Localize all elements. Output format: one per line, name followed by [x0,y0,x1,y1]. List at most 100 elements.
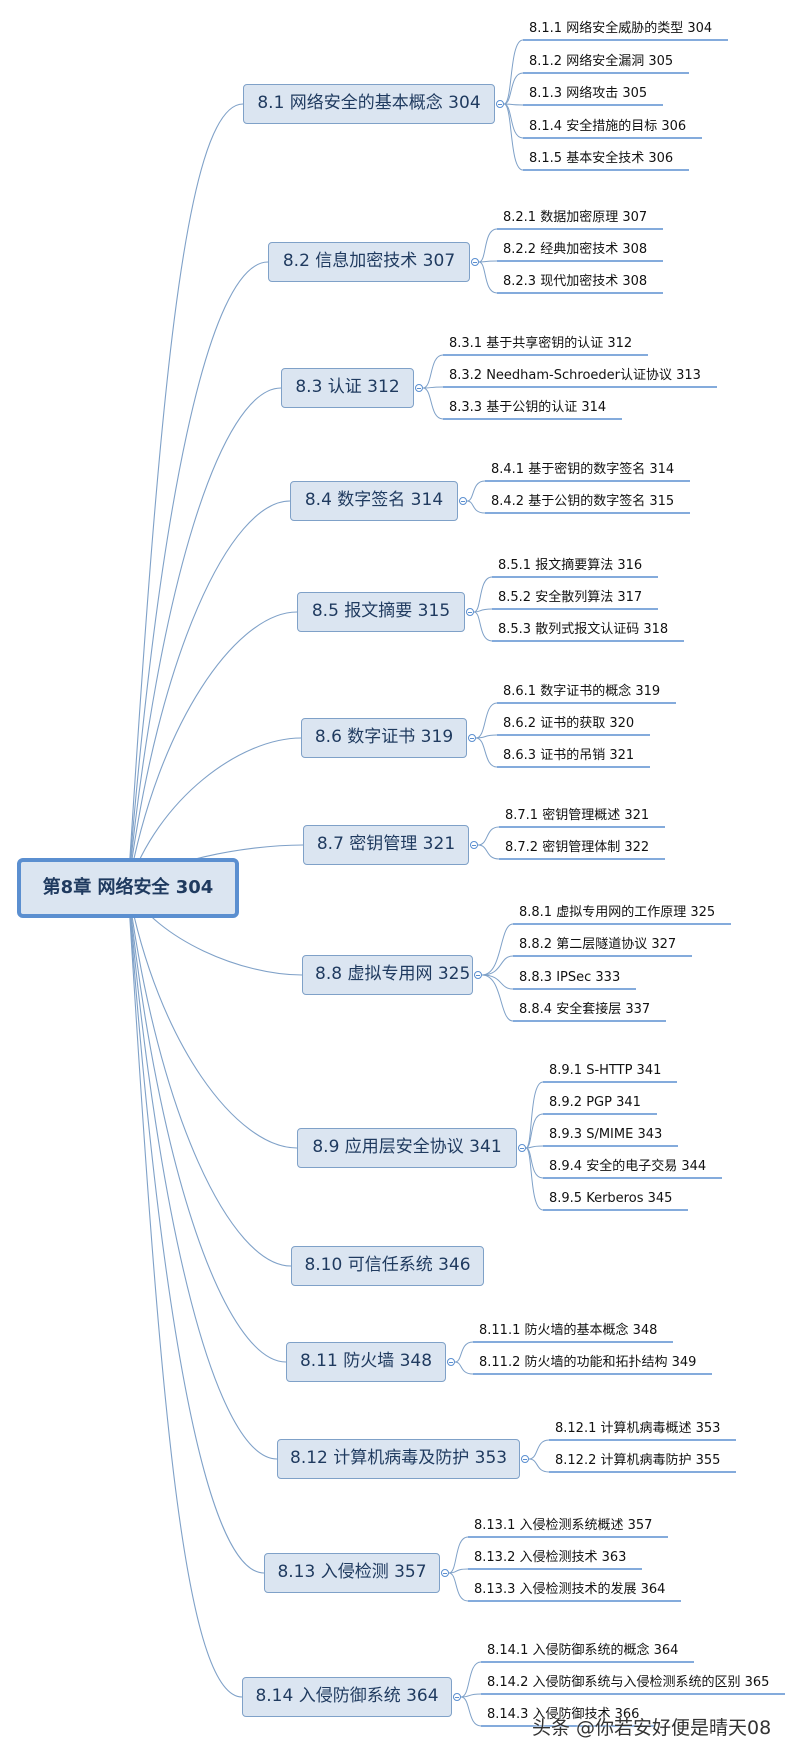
subsection-item[interactable]: 8.14.1 入侵防御系统的概念 364 [487,1643,679,1658]
root-connector [127,261,269,889]
root-node[interactable]: 第8章 网络安全 304 [17,858,239,918]
branch-connector [475,734,498,739]
collapse-toggle-icon[interactable] [415,384,423,392]
root-connector [127,887,292,1267]
section-node[interactable]: 8.13 入侵检测 357 [264,1553,440,1593]
subsection-item[interactable]: 8.2.3 现代加密技术 308 [503,274,648,289]
branch-connector [475,737,498,768]
section-node[interactable]: 8.8 虚拟专用网 325 [302,955,473,995]
subsection-item[interactable]: 8.9.5 Kerberos 345 [549,1191,673,1206]
root-connector [127,737,302,889]
subsection-item[interactable]: 8.5.1 报文摘要算法 316 [498,558,643,573]
subsection-item[interactable]: 8.1.5 基本安全技术 306 [529,151,674,166]
branch-connector [478,228,498,263]
collapse-toggle-icon[interactable] [470,841,478,849]
branch-connector [475,702,498,739]
collapse-toggle-icon[interactable] [521,1455,529,1463]
branch-connector [481,974,514,1022]
subsection-item[interactable]: 8.8.1 虚拟专用网的工作原理 325 [519,905,716,920]
branch-connector [448,1536,469,1574]
collapse-toggle-icon[interactable] [459,497,467,505]
section-node[interactable]: 8.14 入侵防御系统 364 [242,1677,452,1717]
subsection-item[interactable]: 8.6.3 证书的吊销 321 [503,748,635,763]
subsection-item[interactable]: 8.5.3 散列式报文认证码 318 [498,622,669,637]
subsection-item[interactable]: 8.13.3 入侵检测技术的发展 364 [474,1582,666,1597]
subsection-item[interactable]: 8.2.1 数据加密原理 307 [503,210,648,225]
collapse-toggle-icon[interactable] [466,608,474,616]
section-node[interactable]: 8.1 网络安全的基本概念 304 [243,84,495,124]
subsection-item[interactable]: 8.6.2 证书的获取 320 [503,716,635,731]
subsection-item[interactable]: 8.4.2 基于公钥的数字签名 315 [491,494,675,509]
root-connector [127,387,282,889]
branch-connector [473,576,493,613]
subsection-item[interactable]: 8.1.1 网络安全威胁的类型 304 [529,21,713,36]
branch-connector [448,1568,469,1574]
collapse-toggle-icon[interactable] [474,971,482,979]
branch-connector [481,955,514,976]
branch-connector [481,974,514,990]
subsection-item[interactable]: 8.13.1 入侵检测系统概述 357 [474,1518,653,1533]
collapse-toggle-icon[interactable] [447,1358,455,1366]
subsection-item[interactable]: 8.11.2 防火墙的功能和拓扑结构 349 [479,1355,697,1370]
section-node[interactable]: 8.10 可信任系统 346 [291,1246,484,1286]
subsection-item[interactable]: 8.1.4 安全措施的目标 306 [529,119,687,134]
branch-connector [466,480,486,502]
section-node[interactable]: 8.11 防火墙 348 [286,1342,446,1382]
collapse-toggle-icon[interactable] [441,1569,449,1577]
branch-connector [473,608,493,613]
subsection-item[interactable]: 8.13.2 入侵检测技术 363 [474,1550,627,1565]
subsection-item[interactable]: 8.4.1 基于密钥的数字签名 314 [491,462,675,477]
subsection-item[interactable]: 8.1.2 网络安全漏洞 305 [529,54,674,69]
branch-connector [454,1361,474,1375]
subsection-item[interactable]: 8.9.4 安全的电子交易 344 [549,1159,707,1174]
branch-connector [477,844,500,860]
subsection-item[interactable]: 8.3.1 基于共享密钥的认证 312 [449,336,633,351]
branch-connector [422,354,444,389]
branch-connector [460,1693,482,1698]
subsection-item[interactable]: 8.8.4 安全套接层 337 [519,1002,651,1017]
subsection-item[interactable]: 8.7.2 密钥管理体制 322 [505,840,650,855]
subsection-item[interactable]: 8.3.2 Needham-Schroeder认证协议 313 [449,368,701,383]
branch-connector [503,72,524,105]
subsection-item[interactable]: 8.14.3 入侵防御技术 366 [487,1707,640,1722]
watermark: 头条 @你若安好便是晴天08 [532,1717,772,1739]
root-connector [127,611,298,889]
subsection-item[interactable]: 8.12.1 计算机病毒概述 353 [555,1421,721,1436]
section-node[interactable]: 8.9 应用层安全协议 341 [297,1128,517,1168]
section-node[interactable]: 8.7 密钥管理 321 [303,825,469,865]
subsection-item[interactable]: 8.9.3 S/MIME 343 [549,1127,663,1142]
subsection-item[interactable]: 8.9.1 S-HTTP 341 [549,1063,662,1078]
subsection-item[interactable]: 8.3.3 基于公钥的认证 314 [449,400,607,415]
root-connector [127,103,244,889]
section-node[interactable]: 8.3 认证 312 [281,368,414,408]
section-node[interactable]: 8.5 报文摘要 315 [297,592,465,632]
root-connector [127,887,287,1363]
collapse-toggle-icon[interactable] [468,734,476,742]
subsection-item[interactable]: 8.8.2 第二层隧道协议 327 [519,937,677,952]
subsection-item[interactable]: 8.2.2 经典加密技术 308 [503,242,648,257]
branch-connector [478,260,498,263]
section-node[interactable]: 8.6 数字证书 319 [301,718,467,758]
subsection-item[interactable]: 8.5.2 安全散列算法 317 [498,590,643,605]
section-node[interactable]: 8.4 数字签名 314 [290,481,458,521]
branch-connector [422,387,444,420]
collapse-toggle-icon[interactable] [496,100,504,108]
subsection-item[interactable]: 8.9.2 PGP 341 [549,1095,641,1110]
subsection-item[interactable]: 8.12.2 计算机病毒防护 355 [555,1453,721,1468]
section-node[interactable]: 8.2 信息加密技术 307 [268,242,470,282]
root-connector [127,500,291,889]
branch-connector [525,1081,544,1149]
section-node[interactable]: 8.12 计算机病毒及防护 353 [277,1439,520,1479]
collapse-toggle-icon[interactable] [453,1693,461,1701]
subsection-item[interactable]: 8.6.1 数字证书的概念 319 [503,684,661,699]
subsection-item[interactable]: 8.8.3 IPSec 333 [519,970,621,985]
subsection-item[interactable]: 8.7.1 密钥管理概述 321 [505,808,650,823]
subsection-item[interactable]: 8.11.1 防火墙的基本概念 348 [479,1323,658,1338]
collapse-toggle-icon[interactable] [471,258,479,266]
subsection-item[interactable]: 8.14.2 入侵防御系统与入侵检测系统的区别 365 [487,1675,770,1690]
collapse-toggle-icon[interactable] [518,1144,526,1152]
subsection-item[interactable]: 8.1.3 网络攻击 305 [529,86,648,101]
branch-connector [525,1147,544,1211]
branch-connector [460,1661,482,1698]
root-connector [127,887,243,1698]
